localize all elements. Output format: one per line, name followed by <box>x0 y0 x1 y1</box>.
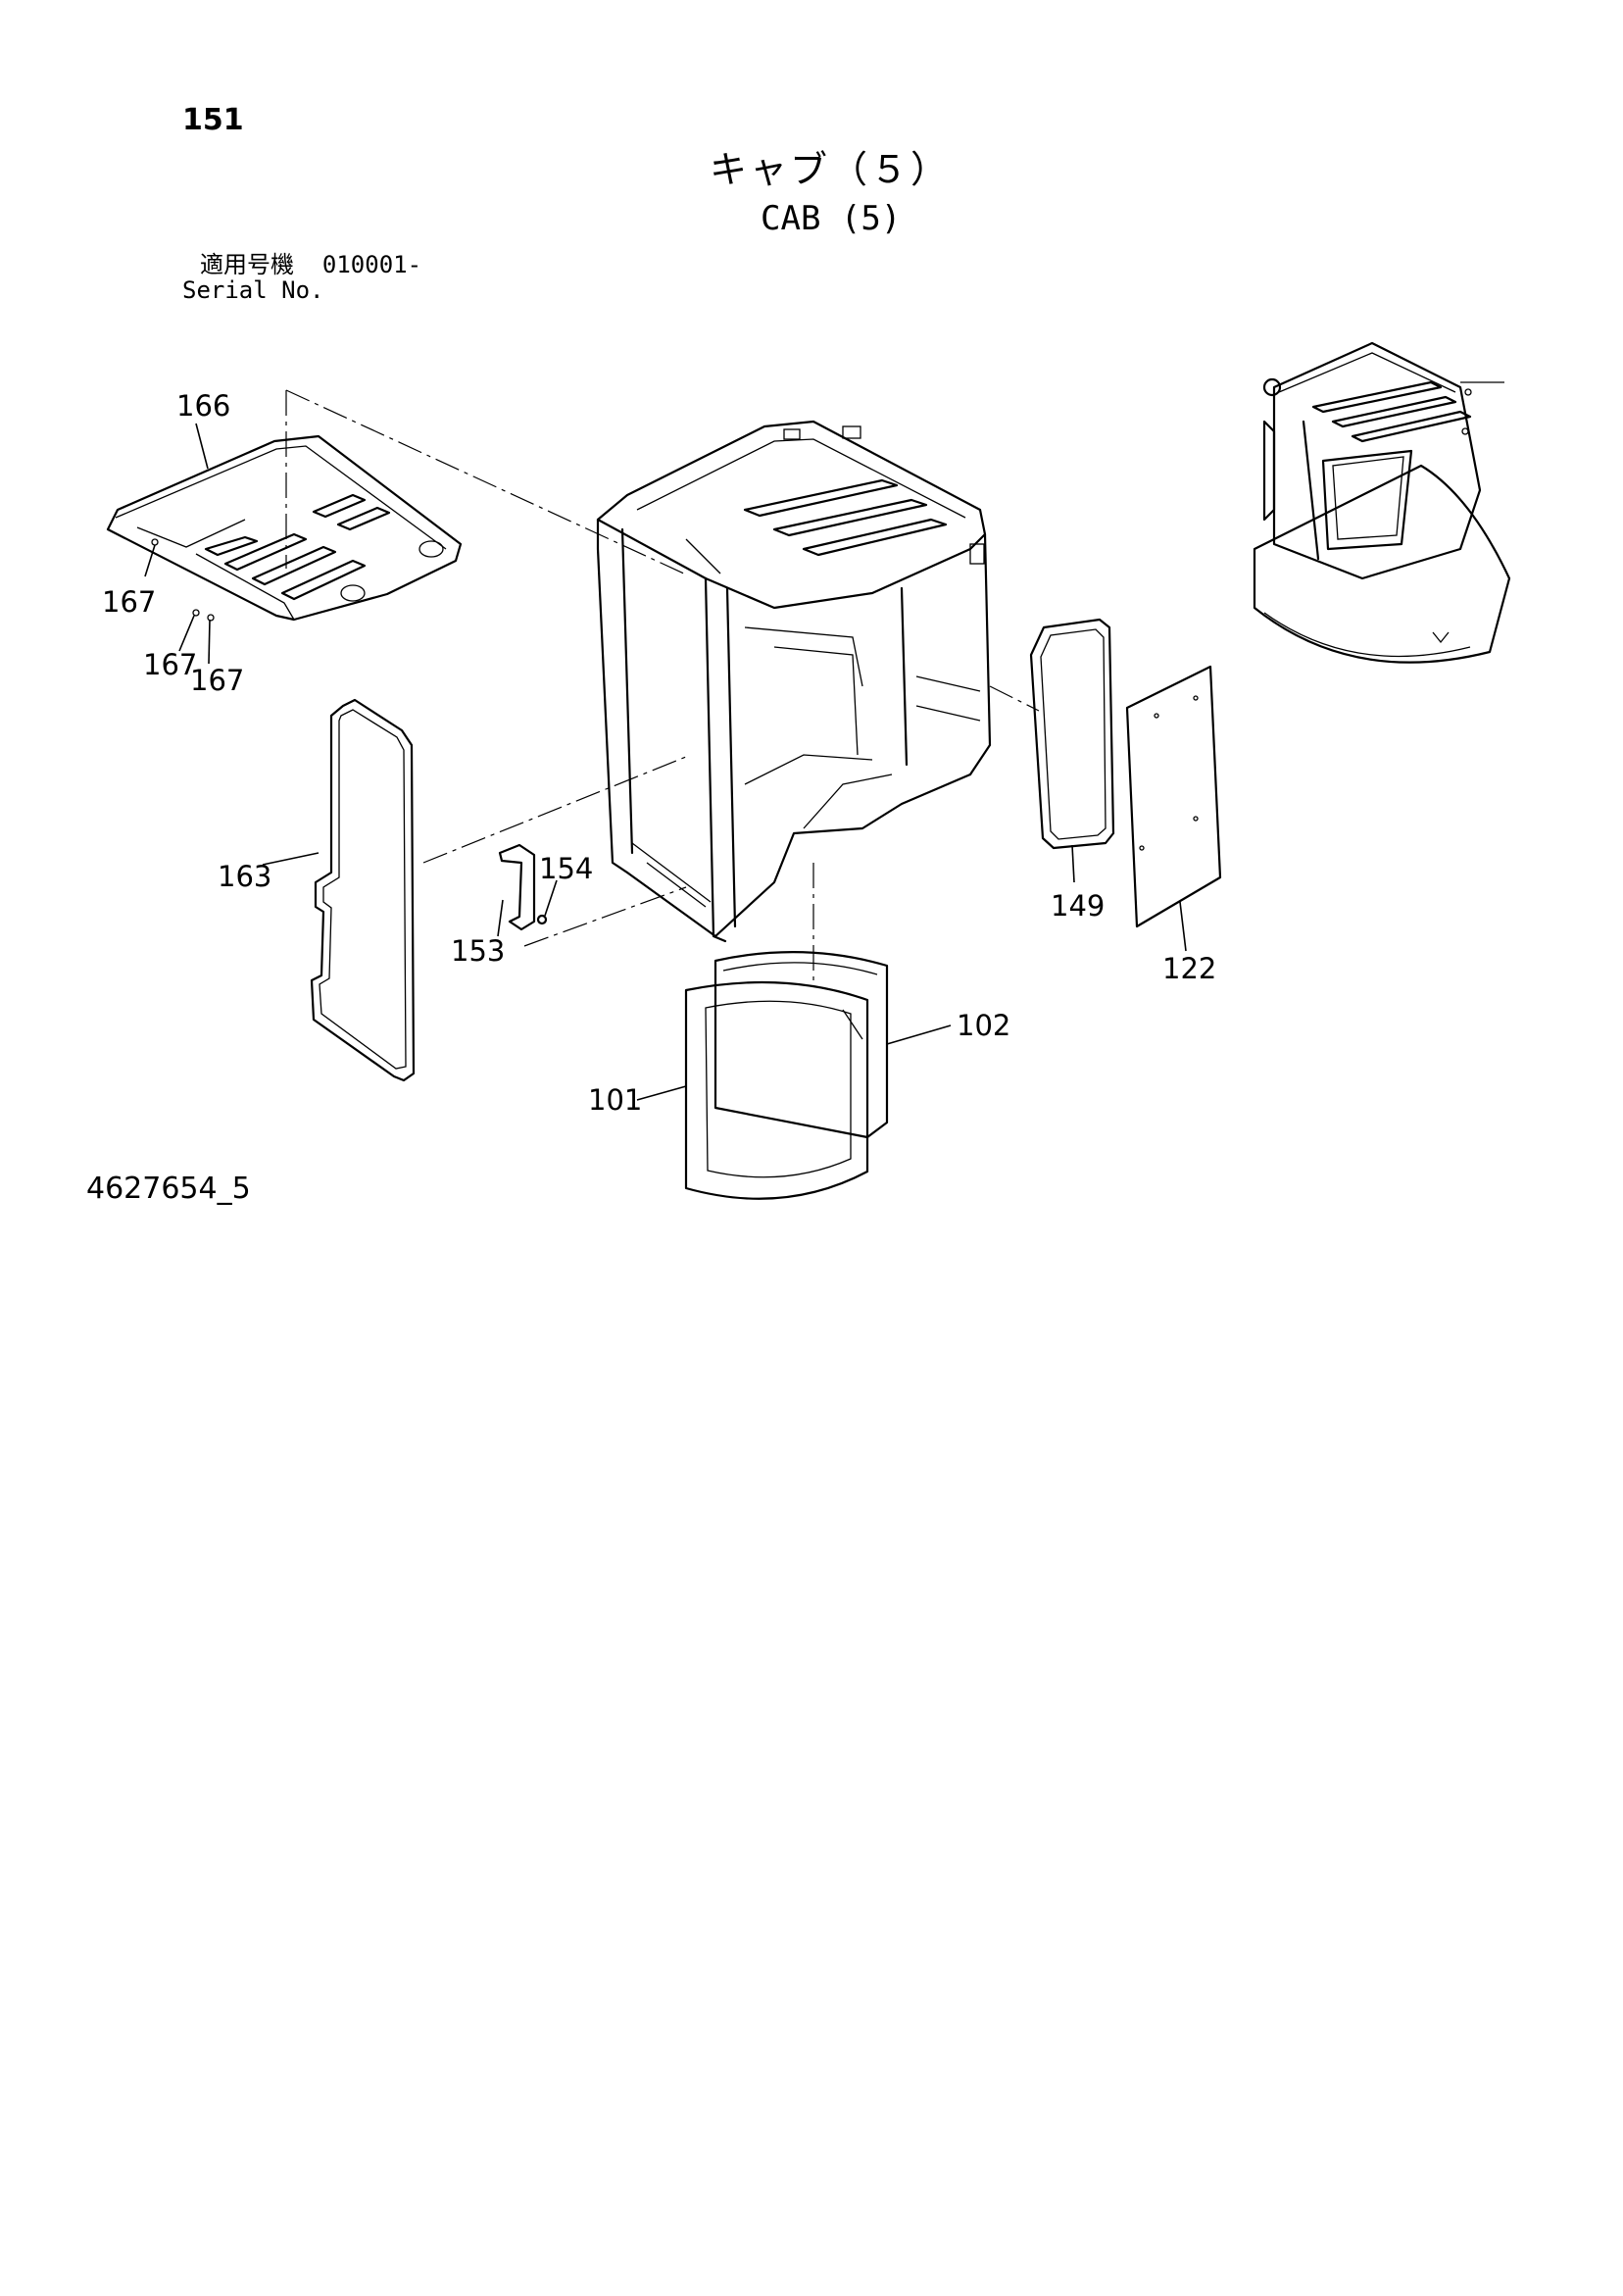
cab-frame-assembly <box>596 420 992 943</box>
callout-149: 149 <box>1051 889 1105 923</box>
callout-167-left: 167 <box>102 585 156 619</box>
callout-101: 101 <box>588 1083 642 1117</box>
drawing-number: 4627654_5 <box>86 1172 251 1206</box>
part-122-glass-panel[interactable] <box>1125 665 1222 928</box>
part-153-bracket[interactable] <box>498 843 536 931</box>
part-102-front-glass[interactable] <box>713 951 889 1139</box>
part-154-pin[interactable] <box>536 914 548 925</box>
callout-167-lower: 167 <box>143 648 197 681</box>
leader-lines <box>144 423 1187 1101</box>
callout-labels: 166 167 167 167 163 153 154 149 122 102 … <box>102 389 1216 1117</box>
part-149-window-seal[interactable] <box>1029 618 1115 850</box>
part-101-front-seal[interactable] <box>684 980 869 1200</box>
part-166-roof-panel[interactable] <box>106 434 463 622</box>
callout-166: 166 <box>176 389 230 423</box>
callout-102: 102 <box>957 1009 1010 1042</box>
part-163-side-seal[interactable] <box>310 698 416 1082</box>
serial-value: 010001- <box>321 251 422 278</box>
alignment-lines <box>285 389 1040 980</box>
exploded-parts-diagram: 166 167 167 167 163 153 154 149 122 102 … <box>102 341 1511 1200</box>
page-number: 151 <box>182 103 244 137</box>
page-title-english: CAB (5) <box>761 199 902 238</box>
callout-153: 153 <box>451 934 505 968</box>
serial-label-japanese: 適用号機 <box>200 251 294 278</box>
inset-overview-view <box>1253 341 1511 664</box>
callout-122: 122 <box>1162 952 1216 985</box>
serial-label-english: Serial No. <box>182 276 324 304</box>
page-title-japanese: キャブ（５） <box>710 148 952 191</box>
callout-154: 154 <box>539 852 593 885</box>
serial-applicability-japanese: 適用号機 010001- <box>200 253 421 276</box>
callout-163: 163 <box>218 860 271 893</box>
callout-167-right: 167 <box>190 664 244 697</box>
